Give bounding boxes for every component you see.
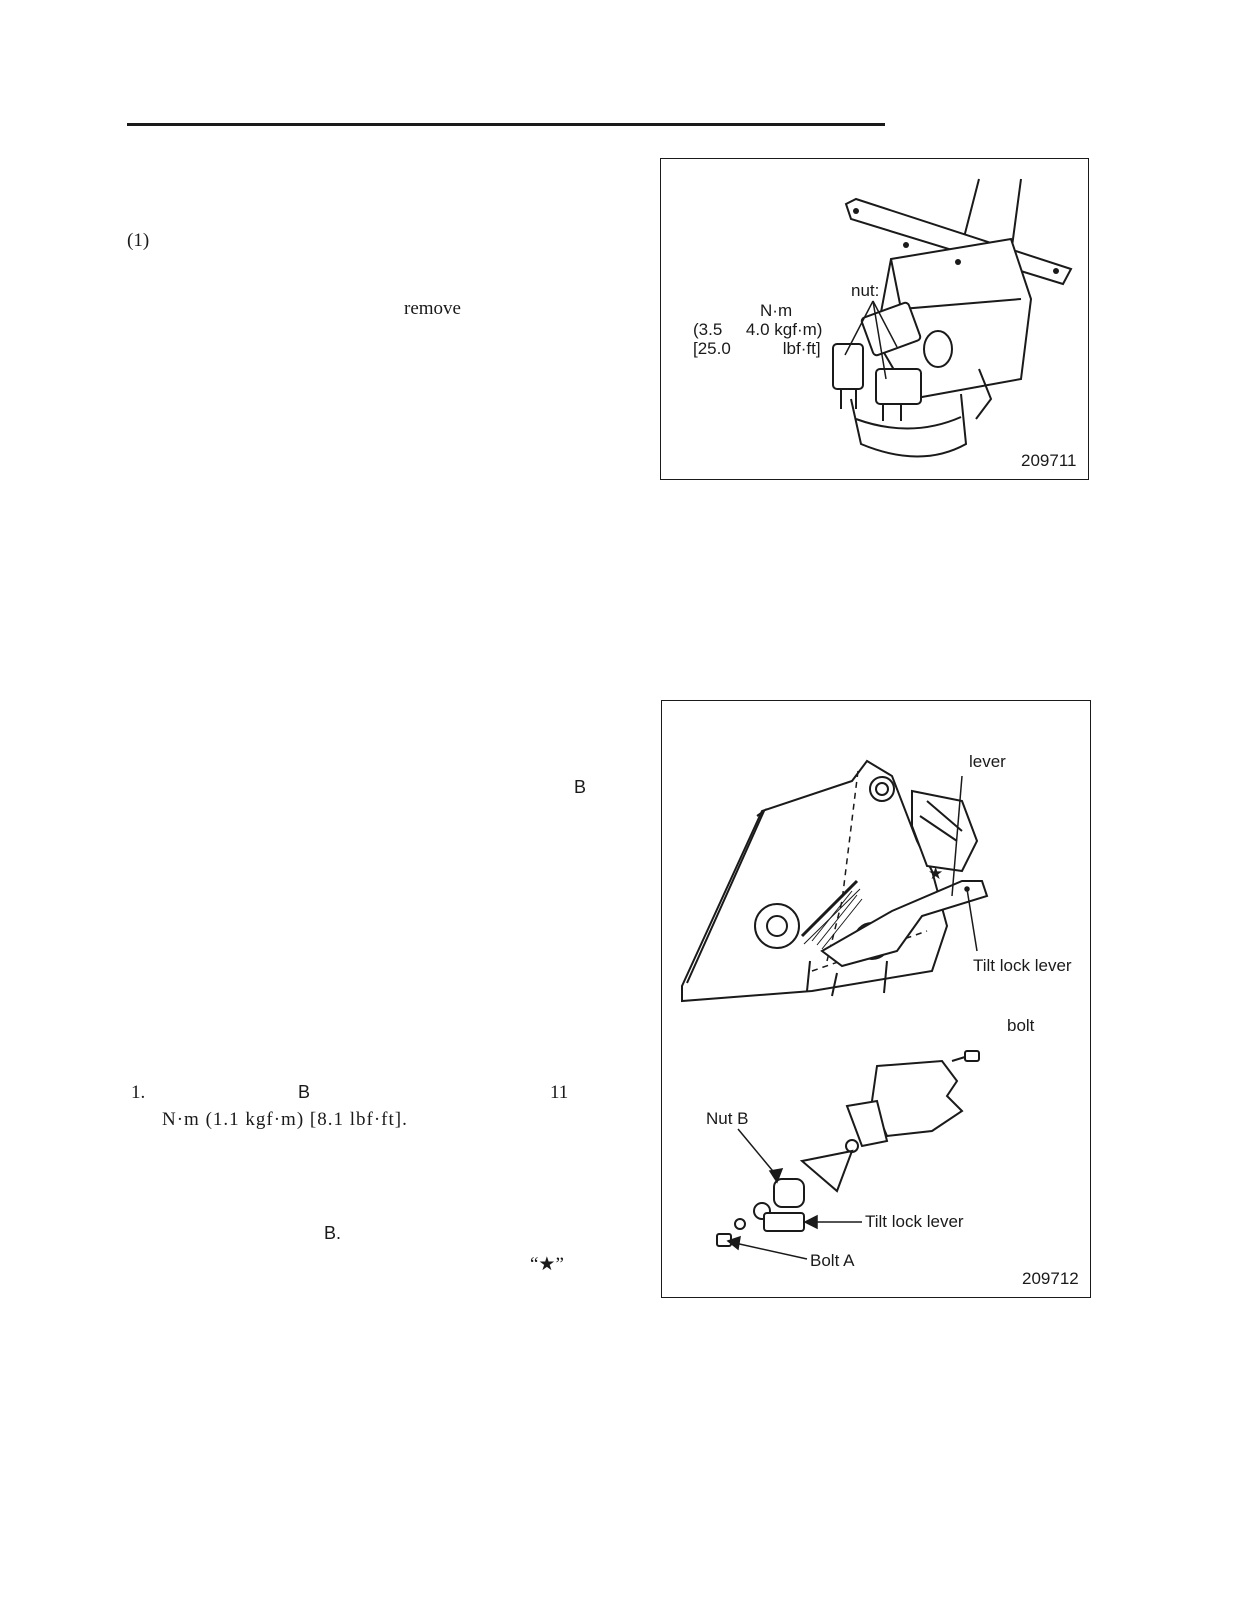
callout-nm: N·m: [760, 301, 792, 320]
figure-2-code: 209712: [1022, 1269, 1079, 1288]
remove-word: remove: [404, 298, 461, 319]
figure-1-code: 209711: [1021, 451, 1076, 470]
star-mark-quote: “★”: [530, 1254, 564, 1275]
nut-b-label: B: [574, 777, 587, 797]
steering-column-illustration: nut: N·m (3.5 4.0 kgf·m) [25.0 lbf·ft] 2…: [693, 178, 1076, 470]
tilt-lock-assembly-illustration: lever ★ Tilt lock lever bolt Nut B Tilt …: [681, 752, 1079, 1288]
callout-lbfft: [25.0 lbf·ft]: [693, 339, 821, 358]
step-1-marker: (1): [127, 230, 150, 251]
nut-b-reference: B.: [324, 1223, 342, 1243]
label-tilt-lock-lever-top: Tilt lock lever: [973, 956, 1072, 975]
torque-nut-b: B: [298, 1082, 311, 1102]
torque-units-line: N·m (1.1 kgf·m) [8.1 lbf·ft].: [162, 1109, 408, 1130]
callout-kgfm: (3.5 4.0 kgf·m): [693, 320, 822, 339]
label-bolt: bolt: [1007, 1016, 1035, 1035]
label-lever: lever: [969, 752, 1006, 771]
callout-nut: nut:: [851, 281, 879, 300]
label-bolt-a: Bolt A: [810, 1251, 855, 1270]
label-tilt-lock-lever-bottom: Tilt lock lever: [865, 1212, 964, 1231]
label-nut-b: Nut B: [706, 1109, 749, 1128]
torque-value: 11: [550, 1082, 569, 1103]
header-rule: [127, 123, 885, 126]
figure-steering-column-nuts: nut: N·m (3.5 4.0 kgf·m) [25.0 lbf·ft] 2…: [660, 158, 1089, 480]
torque-step-number: 1.: [131, 1082, 146, 1103]
figure-tilt-lock-lever: lever ★ Tilt lock lever bolt Nut B Tilt …: [661, 700, 1091, 1298]
label-star: ★: [928, 864, 943, 883]
